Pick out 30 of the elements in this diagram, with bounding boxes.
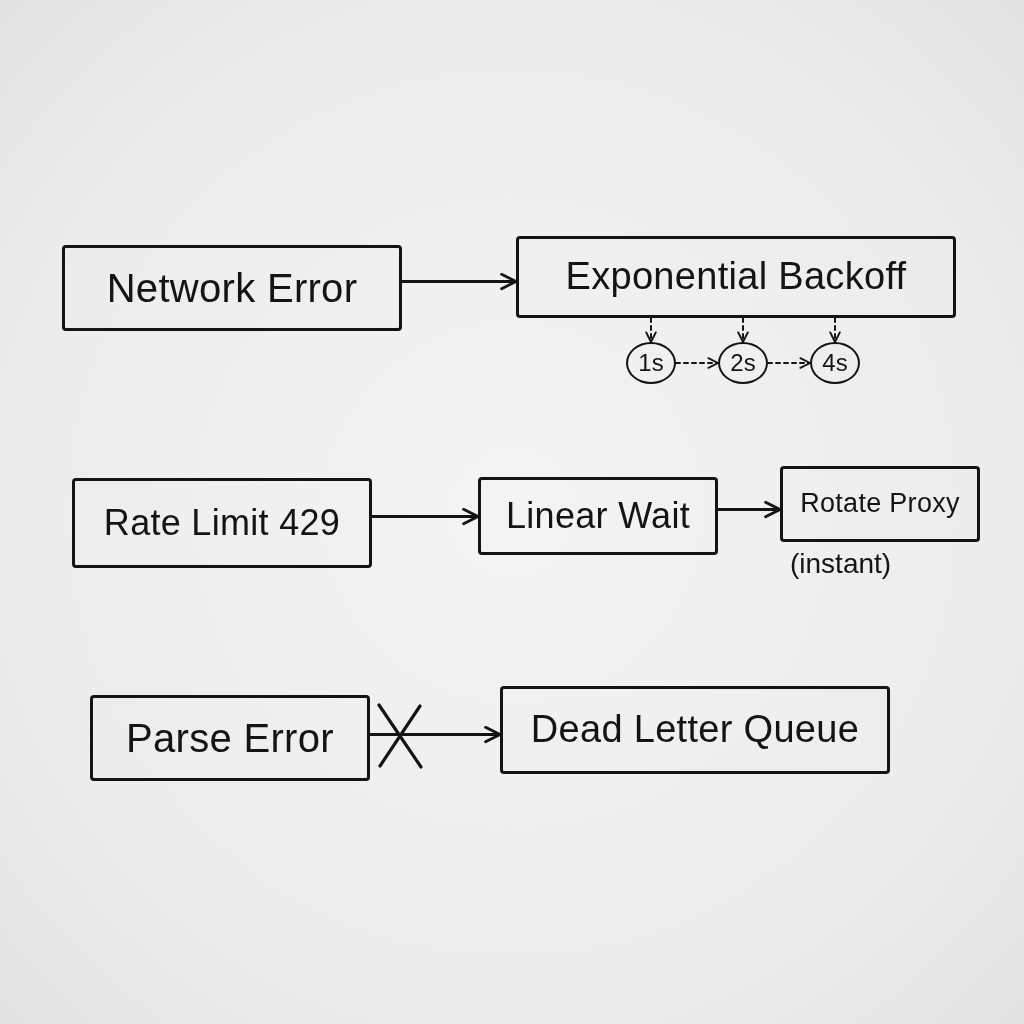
process-box [500, 686, 890, 774]
dashed-arrow [767, 357, 811, 369]
note-text: (instant) [790, 548, 892, 581]
process-box [72, 478, 372, 568]
step-label: Rate Limit 429 [103, 503, 341, 543]
step-label: Dead Letter Queue [530, 709, 860, 751]
arrow [716, 500, 782, 519]
step-label: Parse Error [126, 716, 334, 760]
step-label: Network Error [106, 266, 358, 310]
delay-circle [626, 342, 676, 384]
delay-label: 1s [638, 349, 664, 377]
step-label: Exponential Backoff [565, 256, 907, 298]
delay-circle [718, 342, 768, 384]
delay-circle [810, 342, 860, 384]
dashed-arrow [675, 357, 719, 369]
process-box [516, 236, 956, 318]
dashed-arrow [737, 317, 749, 343]
delay-label: 4s [822, 349, 848, 377]
process-box [62, 245, 402, 331]
process-box [90, 695, 370, 781]
process-box [780, 466, 980, 542]
dashed-arrow [645, 317, 657, 343]
step-label: Linear Wait [505, 496, 690, 536]
arrow [370, 507, 480, 526]
dashed-arrow [829, 317, 841, 343]
arrow [400, 272, 518, 291]
step-label: Rotate Proxy [800, 489, 960, 519]
arrow [368, 725, 502, 744]
process-box [478, 477, 718, 555]
delay-label: 2s [730, 349, 756, 377]
